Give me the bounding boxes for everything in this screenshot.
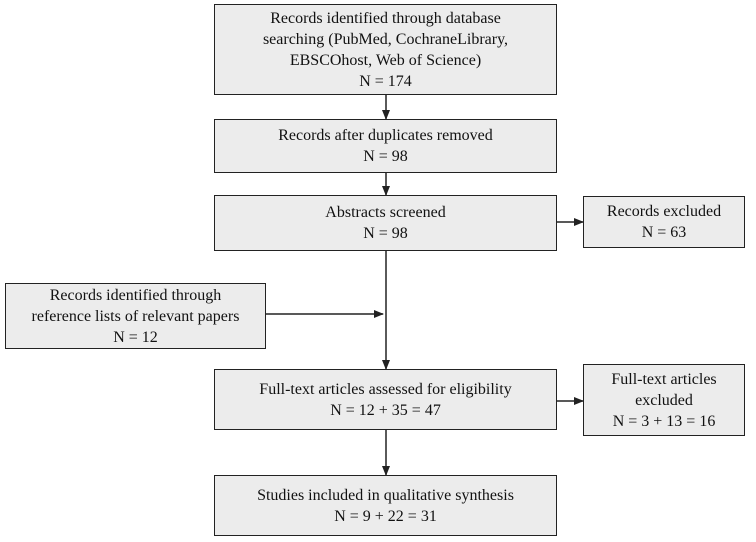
box-records-identified: Records identified through database sear… — [214, 4, 557, 95]
box-fulltext-assessed-line-2: N = 12 + 35 = 47 — [330, 401, 441, 419]
box-fulltext-assessed-line-1: Full-text articles assessed for eligibil… — [259, 380, 512, 398]
box-reference-lists-line-1: Records identified through — [49, 286, 222, 304]
box-duplicates-removed-line-1: Records after duplicates removed — [278, 127, 493, 144]
box-records-identified-line-1: Records identified through database — [270, 9, 501, 27]
box-studies-included-line-1: Studies included in qualitative synthesi… — [257, 486, 514, 504]
box-duplicates-removed-line-2: N = 98 — [363, 148, 408, 165]
box-studies-included-line-2: N = 9 + 22 = 31 — [334, 507, 437, 525]
box-studies-included: Studies included in qualitative synthesi… — [214, 475, 557, 536]
box-fulltext-assessed: Full-text articles assessed for eligibil… — [214, 369, 557, 430]
box-abstracts-screened: Abstracts screened N = 98 — [214, 195, 557, 251]
box-fulltext-excluded-line-3: N = 3 + 13 = 16 — [612, 412, 716, 430]
box-records-identified-line-2: searching (PubMed, CochraneLibrary, — [262, 30, 509, 48]
box-abstracts-screened-line-2: N = 98 — [363, 225, 408, 242]
box-fulltext-excluded-line-1: Full-text articles — [611, 370, 717, 388]
box-records-identified-line-3: EBSCOhost, Web of Science) — [289, 51, 482, 69]
box-fulltext-excluded: Full-text articles excluded N = 3 + 13 =… — [583, 364, 745, 436]
box-records-excluded: Records excluded N = 63 — [583, 196, 745, 248]
box-fulltext-excluded-line-2: excluded — [635, 391, 693, 409]
box-reference-lists: Records identified through reference lis… — [5, 283, 266, 349]
box-reference-lists-line-3: N = 12 — [113, 328, 158, 346]
box-duplicates-removed: Records after duplicates removed N = 98 — [214, 119, 557, 173]
box-records-identified-line-4: N = 174 — [359, 72, 412, 90]
box-reference-lists-line-2: reference lists of relevant papers — [31, 307, 240, 325]
box-records-excluded-line-1: Records excluded — [606, 203, 722, 220]
box-records-excluded-line-2: N = 63 — [641, 224, 687, 241]
box-abstracts-screened-line-1: Abstracts screened — [325, 204, 446, 221]
